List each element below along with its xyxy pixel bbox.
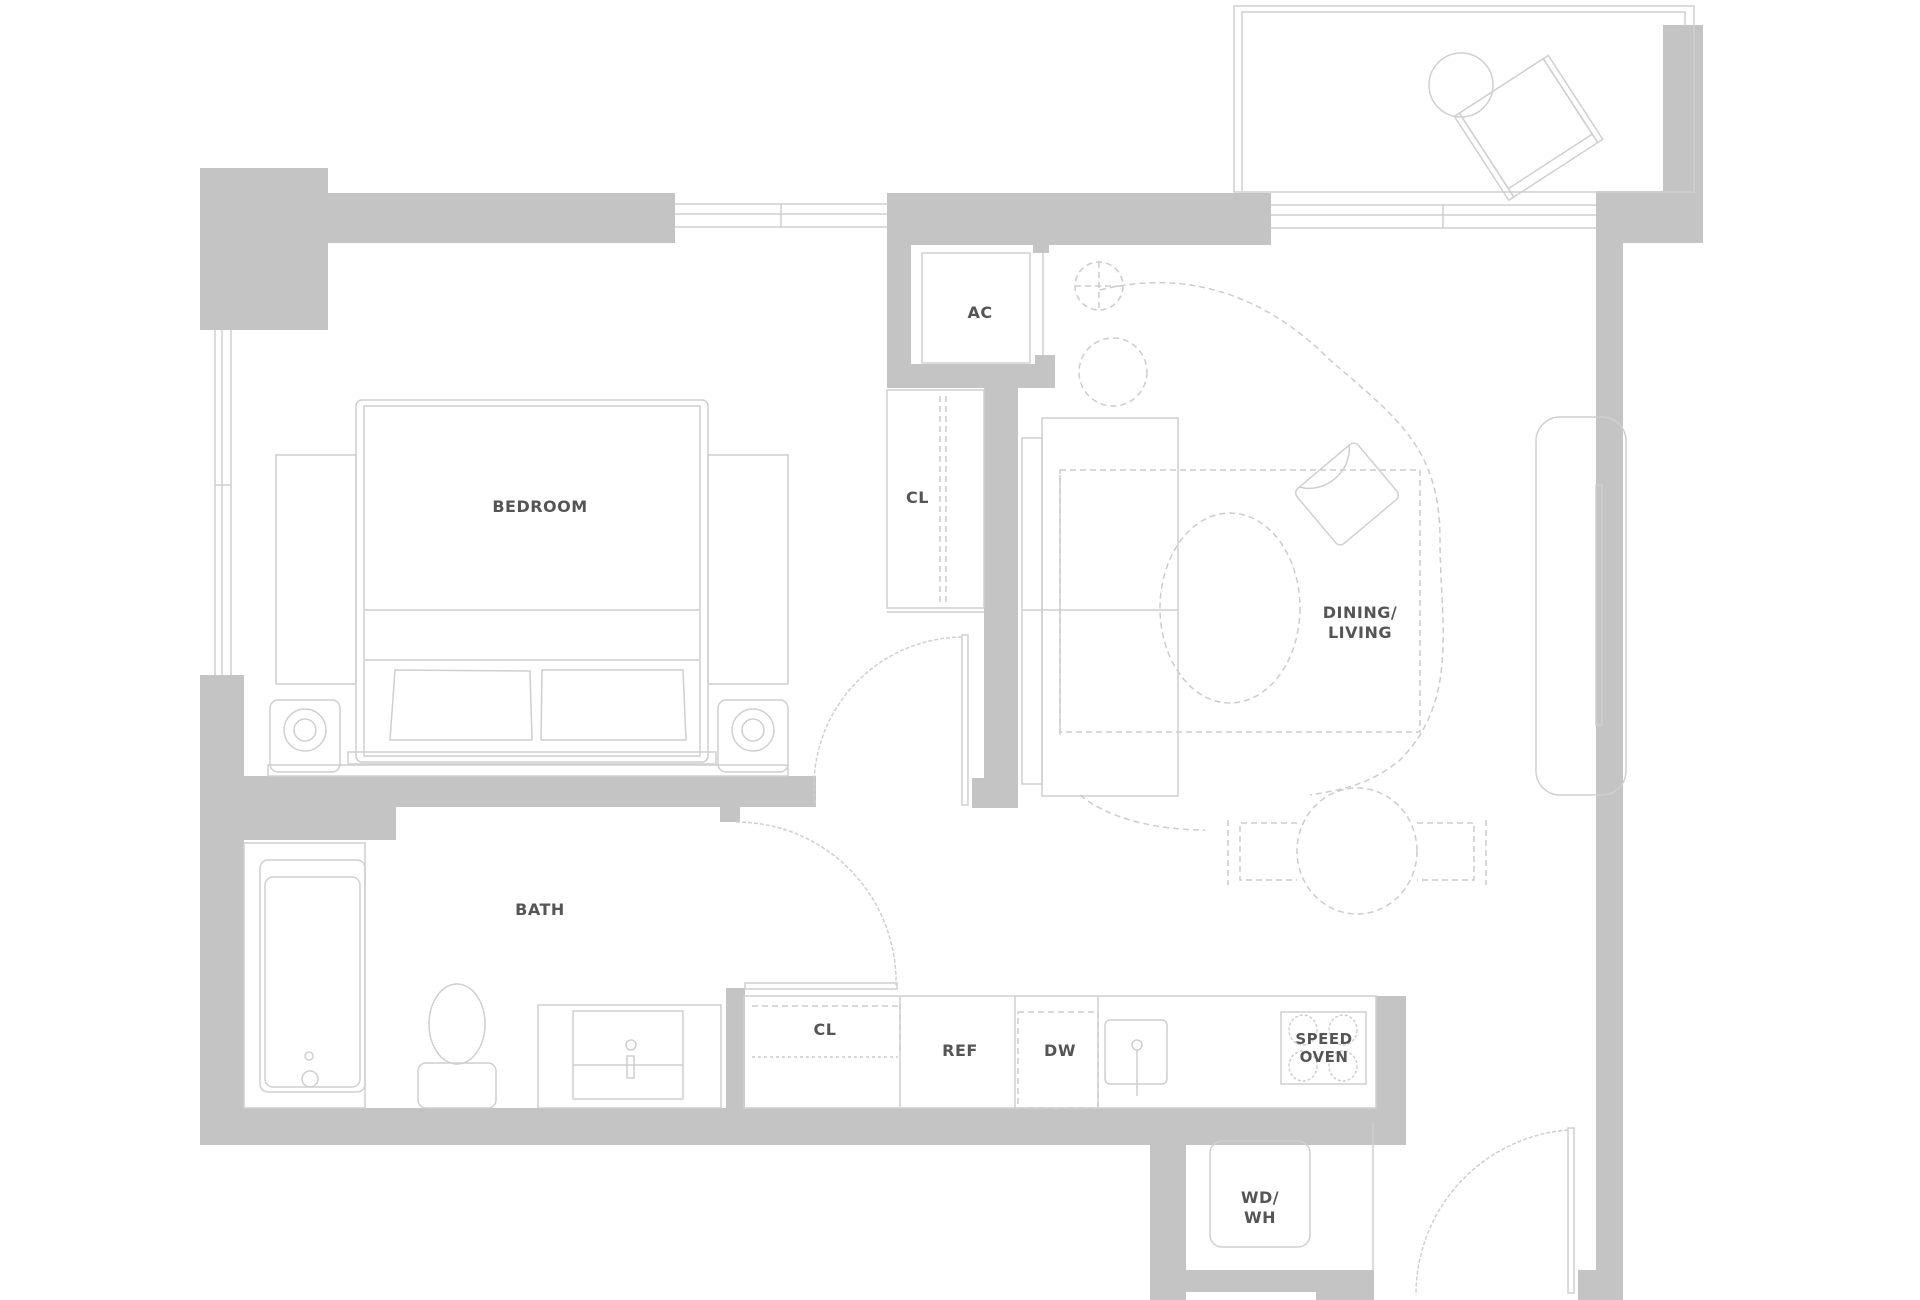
wall-ac-jamb-top [1033,243,1049,253]
wall-ac-left [887,243,911,388]
balcony-chair [1453,54,1604,202]
walls [200,25,1703,1300]
label-ac: AC [967,303,993,322]
wall-kitchen-right [1376,996,1406,1110]
dining-chair-right [1417,822,1475,881]
tv [1595,484,1603,726]
kitchen-sink [1104,1019,1168,1085]
balcony-table [1428,52,1494,118]
wall-wd-left [1150,1108,1186,1300]
toilet [428,983,486,1065]
label-closet-kitchen: CL [813,1020,837,1039]
side-table [1078,337,1148,407]
wall-left-lower [200,675,244,1145]
bathtub [243,842,366,1109]
headboard-ledge [267,764,789,777]
wall-entry-jamb [1578,1270,1623,1300]
wall-top-ac [887,193,1271,245]
wall-ac-bottom [887,364,1055,388]
side-cabinet-left [275,454,357,685]
bed-frame [355,399,709,763]
dashed-lines [752,261,1487,1109]
wall-bedroom-bath [244,776,816,807]
wall-wd-bottom2 [1316,1270,1374,1300]
side-cabinet-right [707,454,789,685]
circulation-curve [1099,281,1444,796]
balcony-outline [1233,5,1695,193]
pillow-right [540,669,687,741]
dining-table [1296,787,1418,915]
wall-right-upper [1663,25,1703,243]
sofa [1041,417,1179,797]
tv-console [1535,416,1627,796]
label-dw: DW [1044,1041,1076,1060]
pillow-left [389,669,533,741]
bed-mattress [363,405,701,757]
ac-unit [921,252,1031,364]
speed-oven [1280,1011,1367,1085]
dining-chair-left [1239,822,1297,881]
wall-bath-right [726,988,745,1110]
wall-ac-jamb-bottom [1035,355,1055,367]
wall-top-left-notch [200,168,270,194]
wall-top-bedroom [270,193,675,243]
coffee-table [1159,512,1301,704]
label-speed-oven: SPEED OVEN [1295,1030,1353,1066]
armchair [1294,442,1400,546]
washer-dryer [1209,1140,1311,1248]
bedroom-closet [886,389,985,609]
vanity [537,1004,722,1109]
label-dining-living: DINING/ LIVING [1322,603,1398,642]
rug [1059,469,1421,733]
thin-lines [214,5,1695,1296]
label-ref: REF [942,1041,978,1060]
nightstand-right [717,699,789,773]
wall-partition-foot [972,778,992,808]
label-bath: BATH [515,900,565,919]
label-closet-bedroom: CL [906,488,929,507]
label-bedroom: BEDROOM [492,497,588,516]
nightstand-left [269,699,341,773]
wall-bedroom-bath-block [244,806,396,840]
wall-partition [984,388,1018,808]
wall-bottom [200,1108,1406,1145]
wall-right [1596,191,1623,1300]
wall-bath-door-jamb [720,806,740,822]
label-wd-wh: WD/ WH [1240,1188,1280,1227]
